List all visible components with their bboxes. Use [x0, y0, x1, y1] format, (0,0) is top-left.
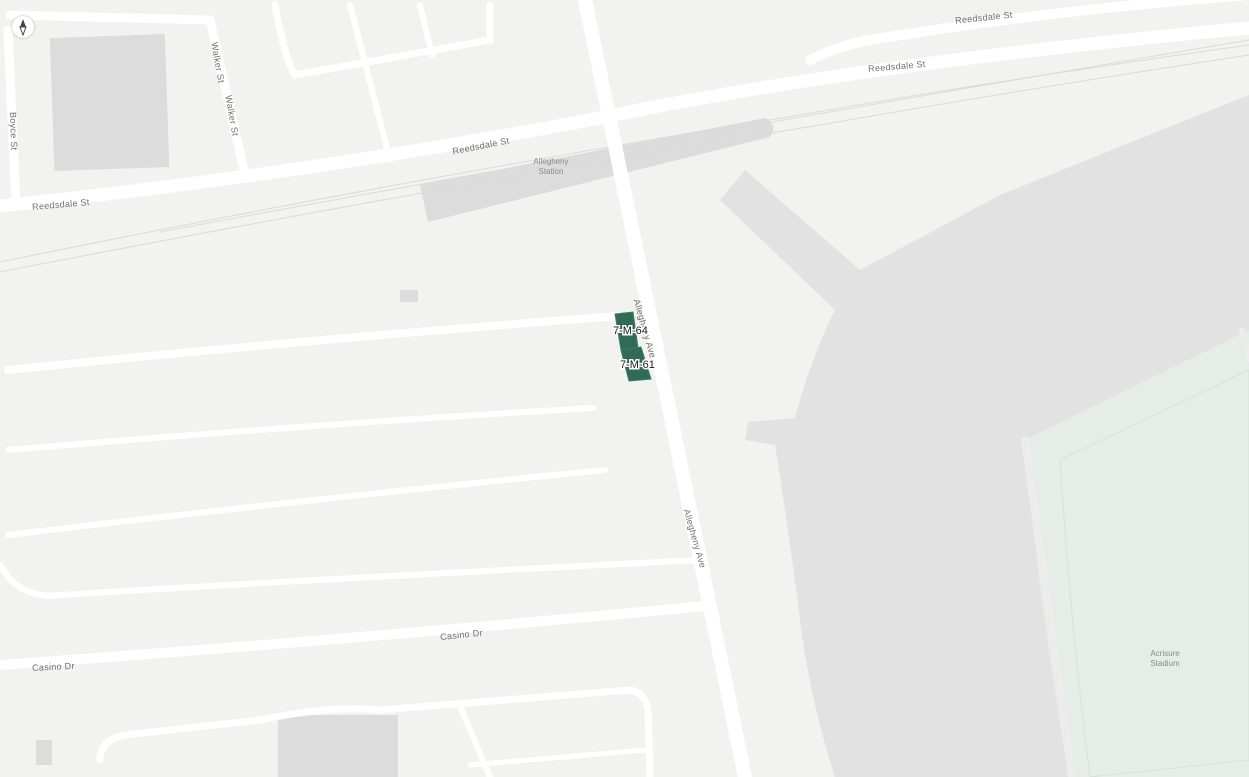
compass-icon [19, 19, 27, 37]
street-label-boyce: Boyce St [8, 112, 19, 151]
street-label-casino-2: Casino Dr [32, 661, 75, 673]
parcel-layer: 7-M-64 7-M-61 [612, 311, 656, 382]
parcel-label-7-m-61: 7-M-61 [620, 359, 655, 371]
street-label-casino-1: Casino Dr [440, 628, 484, 642]
stadium-area [720, 95, 1249, 777]
compass-button[interactable] [12, 16, 34, 38]
parcel-label-7-m-64: 7-M-64 [613, 325, 648, 337]
parcel-7-m-61[interactable] [620, 346, 652, 382]
rail-lines [0, 39, 1249, 273]
buildings [36, 34, 774, 777]
